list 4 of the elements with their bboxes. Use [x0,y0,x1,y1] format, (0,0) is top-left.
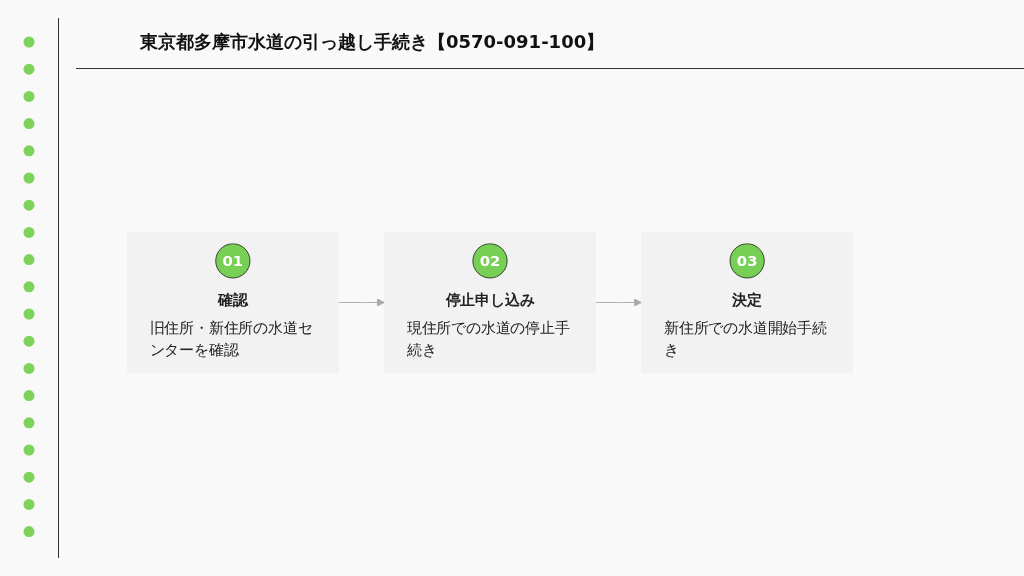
title: 東京都多摩市水道の引っ越し手続き【0570-091-100】 [140,30,605,54]
node-box: 03 決定 新住所での水道開始手続き [641,231,854,374]
node-box: 01 確認 旧住所・新住所の水道センターを確認 [126,231,339,374]
node-box: 02 停止申し込み 現住所での水道の停止手続き [384,231,596,374]
